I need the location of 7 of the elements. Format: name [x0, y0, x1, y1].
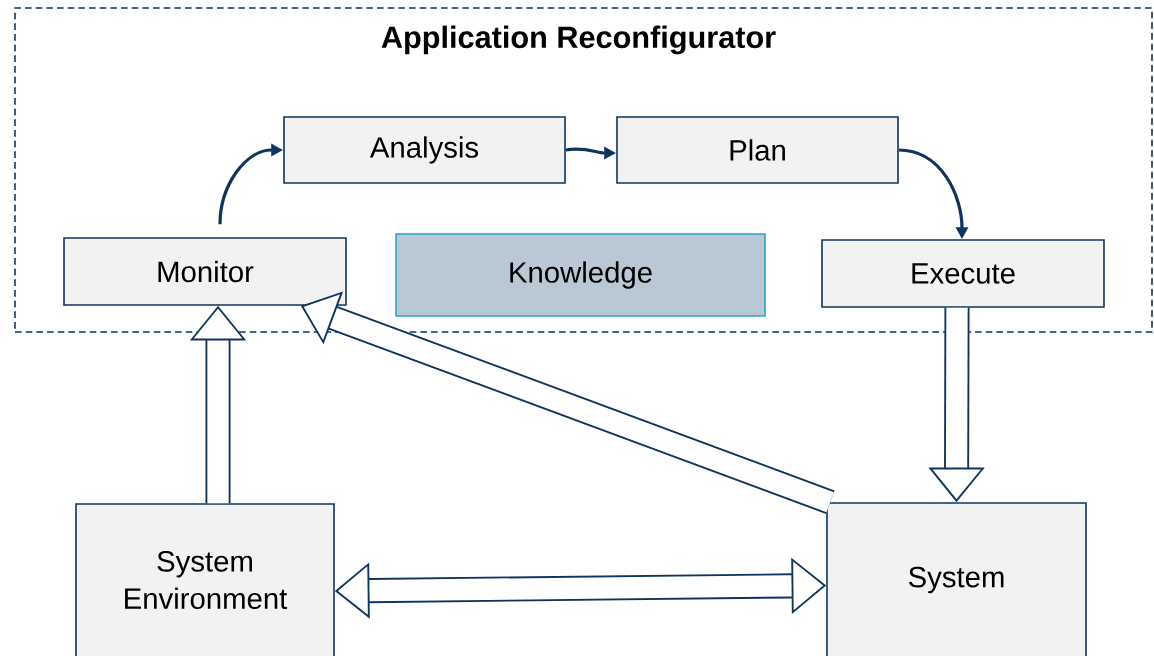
process-box: Monitor — [63, 237, 347, 306]
process-box: Plan — [616, 116, 899, 184]
system-box: System — [826, 502, 1087, 656]
process-box: Execute — [821, 239, 1105, 308]
process-box: Analysis — [283, 116, 566, 184]
knowledge-box: Knowledge — [395, 233, 766, 317]
system-box: System Environment — [75, 503, 335, 656]
